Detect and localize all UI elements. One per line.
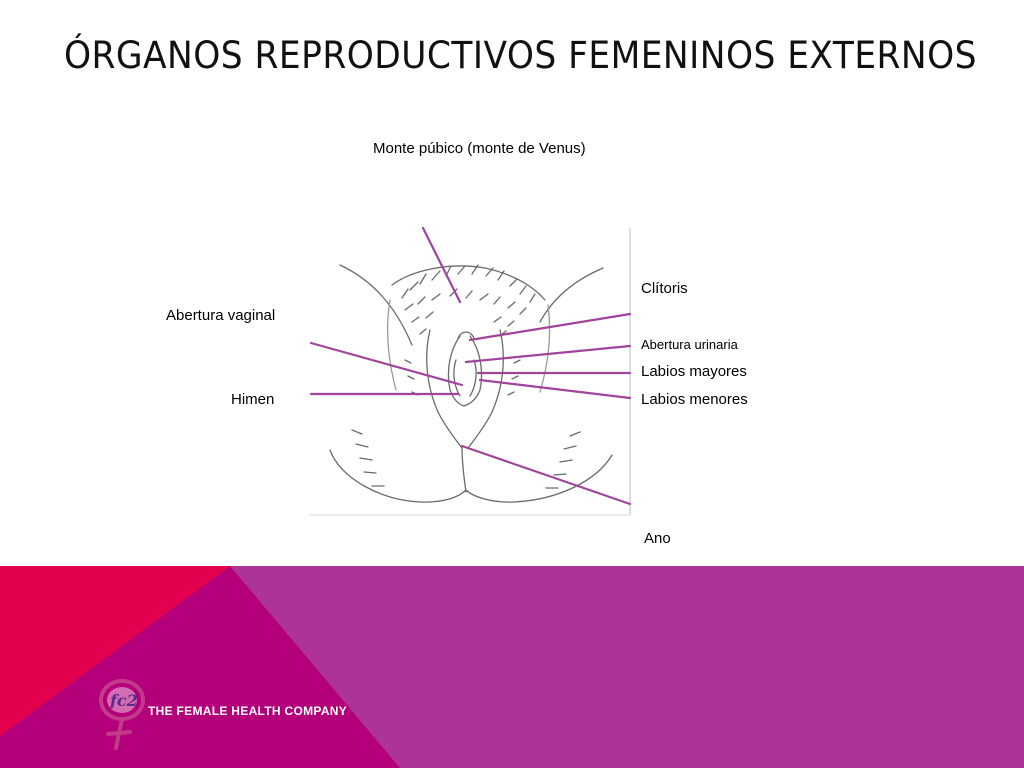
leader-lines	[309, 226, 632, 506]
footer-banner: fc2 THE FEMALE HEALTH COMPANY	[0, 566, 1024, 768]
brand-name: THE FEMALE HEALTH COMPANY	[148, 704, 348, 718]
slide-title: ÓRGANOS REPRODUCTIVOS FEMENINOS EXTERNOS	[64, 34, 977, 77]
label-monte-pubico: Monte púbico (monte de Venus)	[373, 140, 586, 157]
label-abertura-urinaria: Abertura urinaria	[641, 337, 738, 352]
anatomy-diagram: Monte púbico (monte de Venus) Clítoris A…	[166, 140, 748, 547]
fc2-logo: fc2	[96, 676, 148, 752]
logo-text: fc2	[109, 691, 138, 710]
label-abertura-vaginal: Abertura vaginal	[166, 307, 276, 324]
label-labios-mayores: Labios mayores	[641, 363, 747, 380]
label-himen: Himen	[231, 391, 275, 408]
anatomy-illustration	[309, 226, 632, 516]
label-labios-menores: Labios menores	[641, 391, 748, 408]
footer-background	[0, 566, 1024, 768]
label-clitoris: Clítoris	[641, 280, 688, 297]
label-ano: Ano	[644, 530, 671, 547]
